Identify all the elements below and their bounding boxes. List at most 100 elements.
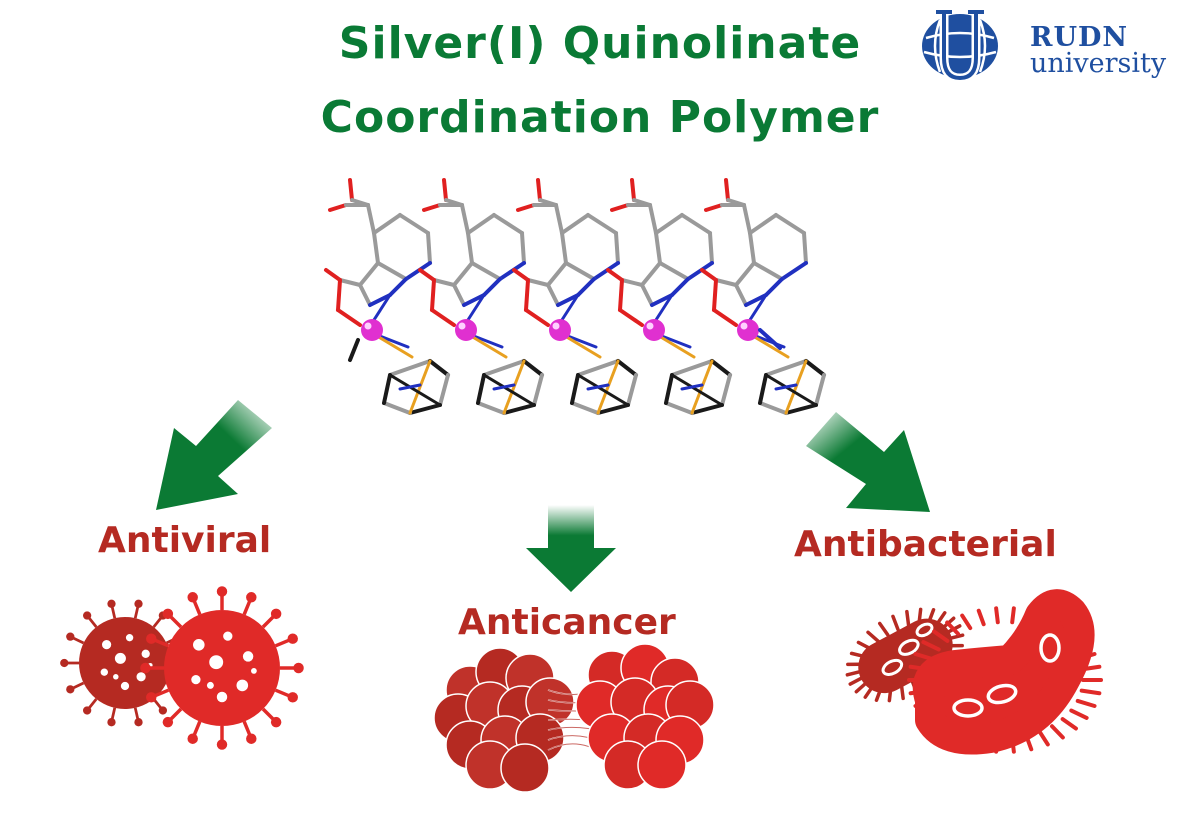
virus-spike-tip [270,716,282,728]
bacteria-pilus [1010,606,1016,625]
bacterium-spot [986,683,1018,705]
bond [618,278,624,312]
bond [712,278,718,312]
virus-spike-tip [162,716,174,728]
bond [704,203,724,212]
bond [654,231,662,265]
bond [426,231,432,265]
bacterium-spot [915,622,934,638]
bond [690,403,724,415]
bacteria-pilus [976,608,986,627]
bacteria-pilus [960,613,973,631]
bond [522,359,544,377]
virus-spike-tip [134,599,143,608]
bond [388,277,408,297]
bacterium-body [912,589,1095,755]
bond [596,403,630,415]
bond [576,359,620,377]
bacteria-pilus [945,620,960,636]
bond [382,401,412,415]
bond [746,293,768,325]
bond [336,308,362,327]
bacteria-pilus [1079,688,1102,696]
repeat-unit [418,178,544,415]
bond [652,293,674,325]
bond [586,383,610,391]
bacterium-spot [898,638,920,656]
virus-spot [236,679,249,692]
virus-spot [141,649,150,658]
bond [620,278,644,287]
virus-spike-tip [287,692,298,703]
title-line-2: Coordination Polymer [320,92,880,143]
bond [774,383,798,391]
bond [780,261,808,281]
bacteria-pilus [905,609,911,628]
atom-highlight [364,322,372,330]
bacteria-pilus [1050,724,1065,740]
bond [398,213,430,235]
bond [742,203,752,235]
bond [576,277,596,297]
virus-icon [60,586,304,750]
virus-spot [251,668,257,674]
virus-spike-tip [66,685,75,694]
silver-atom [737,319,759,341]
bond [744,293,768,307]
virus-spot [191,674,201,685]
virus-particle [140,586,304,750]
bond [398,383,422,391]
arrow-to-antiviral [156,400,272,510]
bacteria-pilus [1060,717,1078,731]
bond [536,178,542,202]
bond [592,261,620,281]
bond [764,373,818,407]
bond [476,401,506,415]
bond [710,359,732,377]
bond [328,203,348,212]
bond [714,278,738,287]
bacteria-pilus [866,630,881,644]
bond [368,293,392,307]
virus-spot [193,639,205,651]
bond [614,231,620,265]
virus-spot [216,691,228,703]
bond [492,383,516,391]
atom-highlight [552,322,560,330]
label-anticancer: Anticancer [458,602,676,643]
bond [372,213,402,235]
bond [720,373,732,407]
bond [610,203,630,212]
bond [616,359,638,377]
virus-spot [114,652,126,664]
bond [654,213,684,235]
virus-spike-tip [66,632,75,641]
bond [546,283,560,307]
bond [712,308,738,327]
bacteria-icon [845,589,1103,755]
rudn-globe-icon [922,10,998,83]
bond [664,373,674,405]
bond [708,231,714,265]
bond [464,293,486,325]
silver-atom [455,319,477,341]
bond [382,373,392,405]
bond [658,261,690,281]
bond [748,213,778,235]
tumor-cells-icon [433,643,715,793]
bacteria-pilus [845,669,863,677]
virus-spot [113,674,119,680]
bond [432,278,456,287]
bond [336,278,342,312]
bond [618,308,644,327]
bond [524,278,530,312]
atom-highlight [740,322,748,330]
virus-spot [125,634,134,642]
logo-name-line-2: university [1030,48,1167,79]
bond [784,359,808,415]
virus-spot [102,640,112,650]
bond [784,403,818,415]
bond [724,178,730,202]
bond [734,283,748,307]
bond [558,293,580,325]
